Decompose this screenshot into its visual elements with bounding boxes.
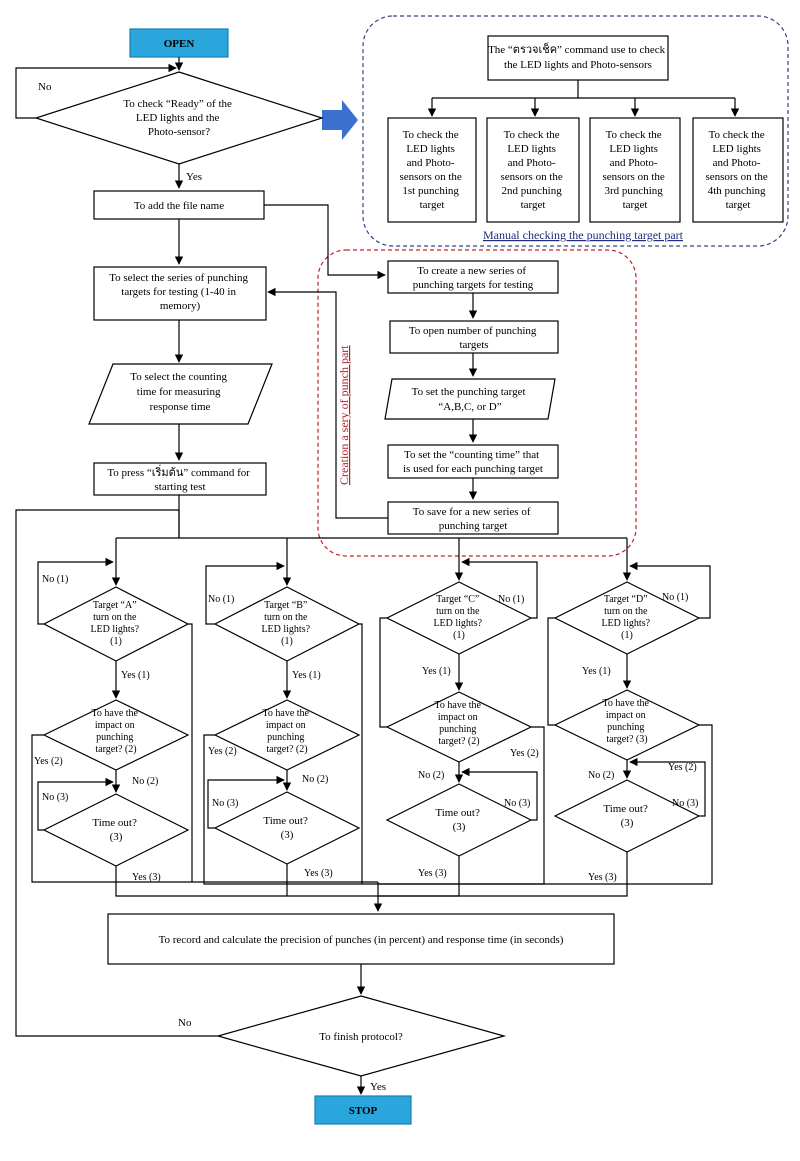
yes3-label-c: Yes (3) xyxy=(418,868,447,879)
open-number-label: To open number of punching targets xyxy=(409,325,539,351)
no1-label-a: No (1) xyxy=(42,574,68,585)
timeout-b-label: Time out? (3) xyxy=(263,815,310,841)
timeout-a-decision xyxy=(42,793,190,867)
save-series-label: To save for a new series of punching tar… xyxy=(413,506,534,532)
press-start-box xyxy=(93,462,267,496)
no2-label-d: No (2) xyxy=(588,770,614,781)
target-b-label: Target “B” turn on the LED lights? (1) xyxy=(261,600,312,647)
no1-label-d: No (1) xyxy=(662,592,688,603)
no2-label-b: No (2) xyxy=(302,774,328,785)
timeout-c-label: Time out? (3) xyxy=(435,807,482,833)
no1-label-c: No (1) xyxy=(498,594,524,605)
yes1-label-a: Yes (1) xyxy=(121,670,150,681)
set-target-box xyxy=(384,378,556,420)
yes1-label-d: Yes (1) xyxy=(582,666,611,677)
yes2-label-b: Yes (2) xyxy=(208,746,237,757)
yes1-label-c: Yes (1) xyxy=(422,666,451,677)
manual-check-region xyxy=(362,15,789,247)
arrow-right-icon xyxy=(322,100,358,140)
target-a-label: Target “A” turn on the LED lights? (1) xyxy=(90,600,141,647)
yes2-label-c: Yes (2) xyxy=(510,748,539,759)
manual-target-2-label: To check the LED lights and Photo- senso… xyxy=(500,129,565,211)
open-label: OPEN xyxy=(164,38,195,50)
set-time-box xyxy=(387,444,559,479)
press-start-label: To press “เริ่มต้น” command for starting… xyxy=(107,464,252,493)
manual-command-label: The “ตรวจเช็ค” command use to check the … xyxy=(488,42,668,71)
impact-c-label: To have the impact on punching target? (… xyxy=(434,700,483,747)
set-time-label: To set the “counting time” that is used … xyxy=(403,449,543,475)
select-series-box xyxy=(93,266,267,321)
impact-d-label: To have the impact on punching target? (… xyxy=(602,698,651,745)
manual-target-3-label: To check the LED lights and Photo- senso… xyxy=(602,129,667,211)
manual-target-3-box xyxy=(589,117,681,223)
stop-label: STOP xyxy=(349,1105,378,1117)
record-box xyxy=(107,913,615,965)
no2-label-a: No (2) xyxy=(132,776,158,787)
manual-target-4-label: To check the LED lights and Photo- senso… xyxy=(705,129,770,211)
add-file-label: To add the file name xyxy=(134,200,224,212)
check-ready-label: To check “Ready” of the LED lights and t… xyxy=(123,98,234,138)
manual-target-1-box xyxy=(387,117,477,223)
open-terminal xyxy=(129,28,229,58)
manual-caption: Manual checking the punching target part xyxy=(483,228,684,242)
impact-a-label: To have the impact on punching target? (… xyxy=(91,708,140,755)
manual-target-2-box xyxy=(486,117,580,223)
impact-b-label: To have the impact on punching target? (… xyxy=(262,708,311,755)
timeout-a-label: Time out? (3) xyxy=(92,817,139,843)
target-d-label: Target “D” turn on the LED lights? (1) xyxy=(601,594,652,641)
record-label: To record and calculate the precision of… xyxy=(159,934,564,946)
manual-target-4-box xyxy=(692,117,784,223)
select-series-label: To select the series of punching targets… xyxy=(109,272,251,312)
no3-label-c: No (3) xyxy=(504,798,530,809)
timeout-d-decision xyxy=(553,779,701,853)
no3-label-d: No (3) xyxy=(672,798,698,809)
timeout-d-label: Time out? (3) xyxy=(603,803,650,829)
yes2-label-a: Yes (2) xyxy=(34,756,63,767)
create-series-label: To create a new series of punching targe… xyxy=(413,265,534,291)
target-c-label: Target “C” turn on the LED lights? (1) xyxy=(433,594,484,641)
manual-command-box xyxy=(487,35,669,81)
yes3-label-b: Yes (3) xyxy=(304,868,333,879)
select-time-box xyxy=(88,363,273,425)
open-number-box xyxy=(389,320,559,354)
creation-caption: Creation a sery of punch part xyxy=(337,345,351,485)
finish-label: To finish protocol? xyxy=(319,1031,403,1043)
timeout-c-decision xyxy=(385,783,533,857)
stop-terminal xyxy=(314,1095,412,1125)
no3-label-b: No (3) xyxy=(212,798,238,809)
no-label-check: No xyxy=(38,81,52,93)
no-label-finish: No xyxy=(178,1017,192,1029)
add-file-box xyxy=(93,190,265,220)
creation-region xyxy=(317,249,637,557)
set-target-label: To set the punching target “A,B,C, or D” xyxy=(412,386,529,413)
select-time-label: To select the counting time for measurin… xyxy=(130,371,229,413)
save-series-box xyxy=(387,501,559,535)
yes3-label-a: Yes (3) xyxy=(132,872,161,883)
manual-target-1-label: To check the LED lights and Photo- senso… xyxy=(399,129,464,211)
no2-label-c: No (2) xyxy=(418,770,444,781)
yes1-label-b: Yes (1) xyxy=(292,670,321,681)
yes2-label-d: Yes (2) xyxy=(668,762,697,773)
yes-label-finish: Yes xyxy=(370,1081,386,1093)
no1-label-b: No (1) xyxy=(208,594,234,605)
yes3-label-d: Yes (3) xyxy=(588,872,617,883)
yes-label-check: Yes xyxy=(186,171,202,183)
no3-label-a: No (3) xyxy=(42,792,68,803)
